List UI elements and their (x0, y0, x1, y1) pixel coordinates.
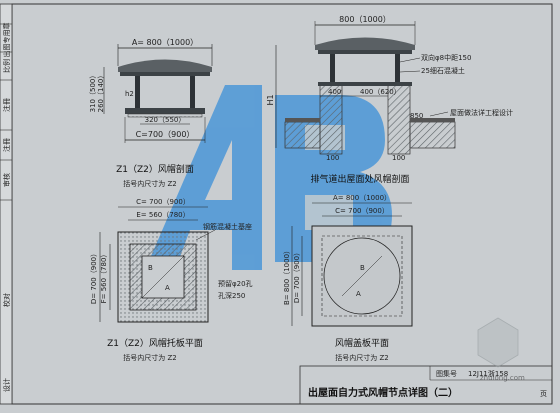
view3-plate-plan: C= 700（900） E= 560（780） B A D= 700（900） … (90, 198, 253, 362)
atlas-number: 12J11浙158 (468, 369, 508, 378)
view2-note-roof: 屋面做法详工程设计 (450, 108, 513, 117)
side-reg: 注冊 (2, 98, 11, 112)
view2-dim-100-a: 100 (326, 154, 339, 162)
view4-inner-b: B (360, 264, 365, 272)
page-label: 页 (540, 390, 547, 398)
view1-dim-top: A= 800（1000） (132, 38, 198, 47)
view3-note-seat: 钢筋混凝土基座 (203, 222, 252, 231)
view3-dim-f: F= 560（780） (100, 251, 108, 304)
side-check: 审核 (2, 173, 11, 187)
view3-caption: Z1（Z2）风帽托板平面 (107, 337, 203, 349)
view2-dim-100-b: 100 (392, 154, 405, 162)
view2-caption: 排气道出屋面处风帽剖面 (310, 173, 409, 185)
view4-dim-c: C= 700（900） (335, 207, 389, 215)
atlas-label: 图集号 (436, 369, 457, 378)
side-strip: 出图专用章 比例 注冊 注冊 审核 校对 设计 (0, 3, 13, 405)
side-reg-2: 注冊 (2, 138, 11, 152)
view4-dim-b: B= 800（1000） (283, 247, 291, 305)
view2-note-concrete: 25细石混凝土 (421, 66, 465, 75)
view3-dim-e: E= 560（780） (136, 211, 189, 219)
site-watermark: zhulong.com (477, 317, 525, 382)
view4-cover-plan: A= 800（1000） C= 700（900） B A B= 800（1000… (283, 194, 413, 362)
view1-dim-h1: 260（140） (97, 72, 105, 113)
view3-dim-c: C= 700（900） (136, 198, 190, 206)
view3-note-hole1: 预留φ20孔 (218, 279, 253, 288)
view4-inner-a: A (356, 290, 361, 298)
view2-dim-850: 850 (410, 112, 423, 120)
view4-note: 括号内尺寸为 Z2 (335, 353, 388, 362)
side-design: 设计 (2, 378, 11, 392)
view1-dim-320: 320（550） (145, 116, 186, 124)
view3-inner-a: A (165, 284, 170, 292)
view2-dim-400: 400 (328, 88, 341, 96)
view1-dim-bottom: C=700（900） (136, 130, 195, 139)
site-watermark-text: zhulong.com (480, 374, 525, 382)
side-stamp: 出图专用章 (2, 23, 11, 58)
view2-dim-400-620: 400（620） (360, 88, 401, 96)
view1-section-z1: A= 800（1000） 310（500） 260（140） h2 320（55… (89, 38, 213, 188)
view4-caption: 风帽盖板平面 (335, 337, 389, 349)
view3-dim-d: D= 700（900） (90, 250, 98, 304)
view3-inner-b: B (148, 264, 153, 272)
side-proof: 校对 (2, 293, 11, 307)
title-block: 图集号 12J11浙158 出屋面自力式风帽节点详图（二） 页 (299, 365, 553, 405)
view2-dim-top: 800（1000） (339, 15, 391, 24)
side-scale: 比例 (2, 59, 11, 73)
view2-roof-section: 800（1000） 400 400（620） H1 100 100 850 双向… (266, 15, 513, 185)
view1-dim-height: 310（500） (89, 72, 97, 113)
view2-dim-h1: H1 (266, 94, 275, 105)
drawing-title: 出屋面自力式风帽节点详图（二） (308, 386, 458, 399)
view4-dim-a: A= 800（1000） (333, 194, 391, 202)
view1-dim-h2: h2 (125, 90, 134, 98)
view1-caption: Z1（Z2）风帽剖面 (116, 163, 194, 175)
view1-note: 括号内尺寸为 Z2 (123, 179, 176, 188)
view2-note-rebar: 双向φ8中距150 (421, 53, 471, 62)
view3-note-hole2: 孔深250 (218, 291, 245, 300)
view4-dim-d: D= 700（900） (293, 249, 301, 303)
view3-note: 括号内尺寸为 Z2 (123, 353, 176, 362)
